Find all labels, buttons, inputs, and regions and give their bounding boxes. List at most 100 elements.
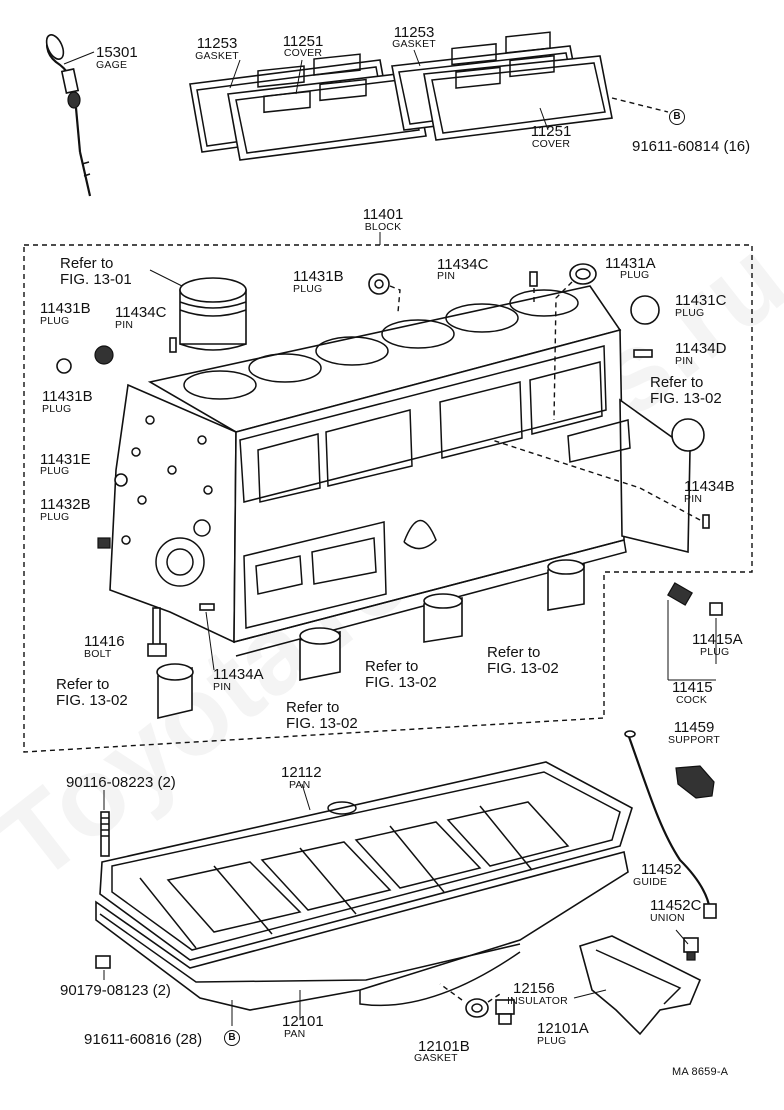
label-12156-number: 12156 <box>513 980 555 997</box>
label-12156-name: INSULATOR <box>507 995 568 1007</box>
label-11434c-left-number: 11434C <box>115 304 167 321</box>
bearing-d <box>547 559 585 611</box>
oil-pan-lower <box>95 851 629 1011</box>
label-11431b-top-name: PLUG <box>293 283 323 295</box>
stud-90116 <box>100 811 110 857</box>
label-11415a-number: 11415A <box>692 631 743 648</box>
label-11253-left-name: GASKET <box>195 50 239 62</box>
leader-11415 <box>667 600 717 681</box>
label-12112-number: 12112 <box>281 764 322 781</box>
label-11431a-number: 11431A <box>605 255 656 272</box>
expansion-plug-rear <box>671 418 705 452</box>
label-11434d-number: 11434D <box>675 340 727 357</box>
label-11431b-lower-name: PLUG <box>42 403 72 415</box>
label-11431b-lower-number: 11431B <box>42 388 93 405</box>
label-11431e-name: PLUG <box>40 465 70 477</box>
pin-11434a <box>199 603 215 611</box>
plug-11432b <box>97 537 111 549</box>
label-91611-60814: 91611-60814 (16) <box>632 138 751 155</box>
pin-11434c-top <box>529 271 538 287</box>
plug-11431b-top <box>368 273 390 295</box>
dipstick-guide <box>624 730 717 919</box>
label-11415-name: COCK <box>676 694 708 706</box>
label-11434a-number: 11434A <box>213 666 264 683</box>
oil-pan-upper <box>99 761 633 961</box>
dipstick-gage <box>45 34 92 197</box>
label-11434a-name: PIN <box>213 681 232 693</box>
label-11431a-name: PLUG <box>620 269 650 281</box>
cylinder-block <box>109 285 691 657</box>
plug-11431c <box>630 295 660 325</box>
label-11432b-name: PLUG <box>40 511 70 523</box>
ref-fig-13-02-d: Refer to FIG. 13-02 <box>487 644 559 678</box>
support-11459 <box>675 765 715 799</box>
block-group-boundary <box>23 244 753 753</box>
insulator-12156 <box>579 935 702 1036</box>
leader-11434a <box>205 611 215 671</box>
label-11434d-name: PIN <box>675 355 694 367</box>
label-11253-right-number: 11253 <box>393 24 435 41</box>
leader-11253-left <box>229 59 241 89</box>
label-12101b-number: 12101B <box>418 1038 470 1055</box>
label-11431b-top-number: 11431B <box>293 268 344 285</box>
plug-12101a <box>495 999 515 1025</box>
label-12101-number: 12101 <box>282 1013 324 1030</box>
label-11401-number: 11401 <box>362 206 404 223</box>
pin-11434c-left <box>169 337 177 353</box>
label-11431b-left-name: PLUG <box>40 315 70 327</box>
ref-fig-13-02-right: Refer to FIG. 13-02 <box>650 374 722 408</box>
plug-11431a <box>569 263 597 285</box>
leader-cover-bolt <box>611 97 669 113</box>
plug-11431b-left <box>94 345 114 365</box>
label-11459-name: SUPPORT <box>668 734 720 746</box>
side-cover-left <box>227 53 427 161</box>
label-11459-number: 11459 <box>673 719 715 736</box>
label-15301-number: 15301 <box>96 44 138 61</box>
leader-11434b <box>491 439 701 521</box>
label-11432b-number: 11432B <box>40 496 91 513</box>
leader-13-01 <box>149 269 183 287</box>
label-11434c-top-number: 11434C <box>437 256 489 273</box>
plug-11431b-lower <box>56 358 72 374</box>
label-15301-name: GAGE <box>96 59 128 71</box>
label-11251-top-name: COVER <box>283 47 323 59</box>
leader-12112 <box>301 783 311 811</box>
label-11452-number: 11452 <box>641 861 682 878</box>
badge-b-top: B <box>669 109 685 125</box>
label-11434c-left-name: PIN <box>115 319 134 331</box>
label-11415-number: 11415 <box>672 679 713 696</box>
ref-fig-13-02-c: Refer to FIG. 13-02 <box>365 658 437 692</box>
plug-11431e <box>114 473 128 487</box>
label-11431c-number: 11431C <box>675 292 727 309</box>
leader-drain <box>439 983 463 1001</box>
label-11431b-left-number: 11431B <box>40 300 91 317</box>
bearing-c <box>423 593 463 643</box>
label-90116-08223: 90116-08223 (2) <box>66 774 176 791</box>
label-11416-number: 11416 <box>84 633 125 650</box>
leader-11253-right <box>413 49 421 67</box>
label-11401-name: BLOCK <box>364 221 402 233</box>
pin-11434b <box>702 514 710 529</box>
label-12101a-name: PLUG <box>537 1035 567 1047</box>
label-11253-left-number: 11253 <box>196 35 238 52</box>
label-11251-right-number: 11251 <box>530 123 572 140</box>
union-11452c <box>683 937 699 961</box>
label-11452c-name: UNION <box>650 912 685 924</box>
label-11416-name: BOLT <box>84 648 112 660</box>
bearing-b <box>299 627 341 681</box>
label-11251-right-name: COVER <box>531 138 571 150</box>
leader-11251-right <box>539 107 549 131</box>
bearing-left <box>156 663 194 720</box>
label-90179-08123: 90179-08123 (2) <box>60 982 171 999</box>
badge-b-bottom: B <box>224 1030 240 1046</box>
label-12112-name: PAN <box>289 779 311 791</box>
side-cover-right <box>423 31 613 141</box>
ref-fig-13-02-left: Refer to FIG. 13-02 <box>56 676 128 710</box>
ref-fig-13-02-b: Refer to FIG. 13-02 <box>286 699 358 733</box>
label-11452c-number: 11452C <box>650 897 702 914</box>
leader-11431a <box>553 281 573 421</box>
label-12101a-number: 12101A <box>537 1020 589 1037</box>
label-12101-name: PAN <box>284 1028 306 1040</box>
